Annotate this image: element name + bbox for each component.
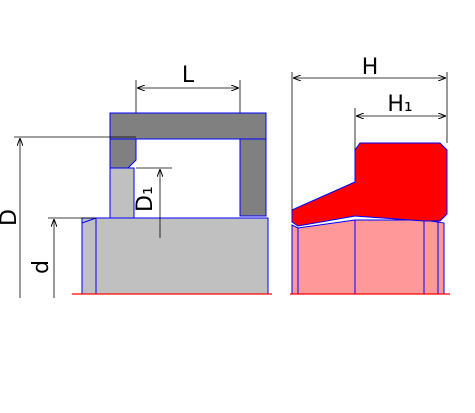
label-L: L [182, 63, 195, 88]
shaft-body [81, 217, 269, 295]
dimension-d [48, 217, 96, 298]
dimension-D1 [136, 167, 172, 238]
label-D: D [0, 209, 22, 226]
dimension-H1 [354, 108, 446, 150]
label-d: d [29, 260, 54, 274]
seal-lower-section [291, 219, 445, 295]
label-D1: D₁ [133, 186, 158, 212]
seal-upper-section [291, 142, 448, 227]
groove-gap [109, 167, 135, 219]
label-H1: H₁ [387, 92, 412, 117]
housing-ring [109, 112, 267, 217]
label-H: H [362, 55, 379, 80]
dimension-L [135, 80, 241, 113]
dimension-D [14, 136, 136, 298]
dimension-H [291, 72, 448, 210]
